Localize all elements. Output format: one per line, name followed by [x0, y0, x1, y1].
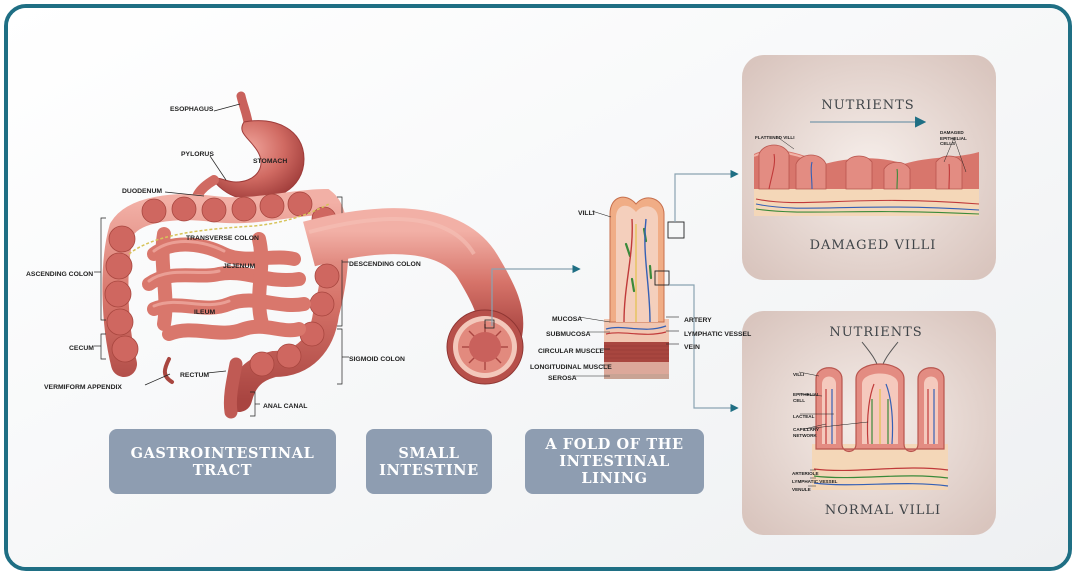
- normal-villi-illustration: [812, 363, 949, 490]
- small-intestine-illustration: [303, 208, 524, 385]
- label-anal-canal: ANAL CANAL: [263, 403, 308, 410]
- label-normal-lymphatic-vessel: LYMPHATIC VESSEL: [792, 479, 838, 484]
- label-artery: ARTERY: [684, 317, 712, 324]
- damaged-villi-illustration: [753, 144, 980, 216]
- label-villi: VILLI: [578, 210, 595, 217]
- label-stomach: STOMACH: [253, 158, 288, 165]
- normal-nutrients-label: NUTRIENTS: [829, 325, 923, 340]
- gi-tract-illustration: [102, 91, 349, 419]
- label-duodenum: DUODENUM: [122, 188, 163, 195]
- label-vermiform-appendix: VERMIFORM APPENDIX: [44, 384, 122, 391]
- caption-small-intestine: SMALL INTESTINE: [366, 429, 492, 494]
- label-serosa: SEROSA: [548, 375, 577, 382]
- label-normal-villi: VILLI: [793, 372, 805, 377]
- label-pylorus: PYLORUS: [181, 151, 214, 158]
- label-esophagus: ESOPHAGUS: [170, 106, 214, 113]
- normal-villi-title: NORMAL VILLI: [824, 503, 942, 518]
- caption-gastrointestinal-tract: GASTROINTESTINAL TRACT: [109, 429, 336, 494]
- label-lacteal: LACTEAL: [793, 414, 815, 419]
- damaged-nutrients-label: NUTRIENTS: [821, 98, 915, 113]
- label-jejenum: JEJENUM: [223, 263, 256, 270]
- fold-illustration: [604, 196, 685, 379]
- label-flattened-villi: FLATTENED VILLI: [755, 135, 795, 140]
- label-epithelial-cell: EPITHELIAL CELL: [793, 392, 820, 403]
- label-ascending-colon: ASCENDING COLON: [26, 271, 94, 278]
- label-submucosa: SUBMUCOSA: [546, 331, 591, 338]
- label-rectum: RECTUM: [180, 372, 210, 379]
- outer-frame: ESOPHAGUS PYLORUS STOMACH DUODENUM TRANS…: [4, 4, 1072, 571]
- label-longitudinal-muscle: LONGITUDINAL MUSCLE: [530, 364, 612, 371]
- label-capillary-network: CAPILLARY NETWORK: [793, 427, 820, 438]
- label-mucosa: MUCOSA: [552, 316, 583, 323]
- label-transverse-colon: TRANSVERSE COLON: [186, 235, 259, 242]
- label-vein: VEIN: [684, 344, 700, 351]
- label-sigmoid-colon: SIGMOID COLON: [349, 356, 405, 363]
- label-lymphatic-vessel: LYMPHATIC VESSEL: [684, 331, 752, 338]
- label-circular-muscle: CIRCULAR MUSCLE: [538, 348, 605, 355]
- label-arteriole: ARTERIOLE: [792, 471, 819, 476]
- label-ileum: ILEUM: [194, 309, 216, 316]
- caption-fold-intestinal-lining: A FOLD OF THE INTESTINAL LINING: [525, 429, 704, 494]
- label-venule: VENULE: [792, 487, 811, 492]
- label-damaged-epithelial-cells: DAMAGED EPITHELIAL CELLS: [940, 130, 967, 146]
- damaged-villi-title: DAMAGED VILLI: [809, 238, 937, 253]
- label-descending-colon: DESCENDING COLON: [349, 261, 421, 268]
- label-cecum: CECUM: [69, 345, 94, 352]
